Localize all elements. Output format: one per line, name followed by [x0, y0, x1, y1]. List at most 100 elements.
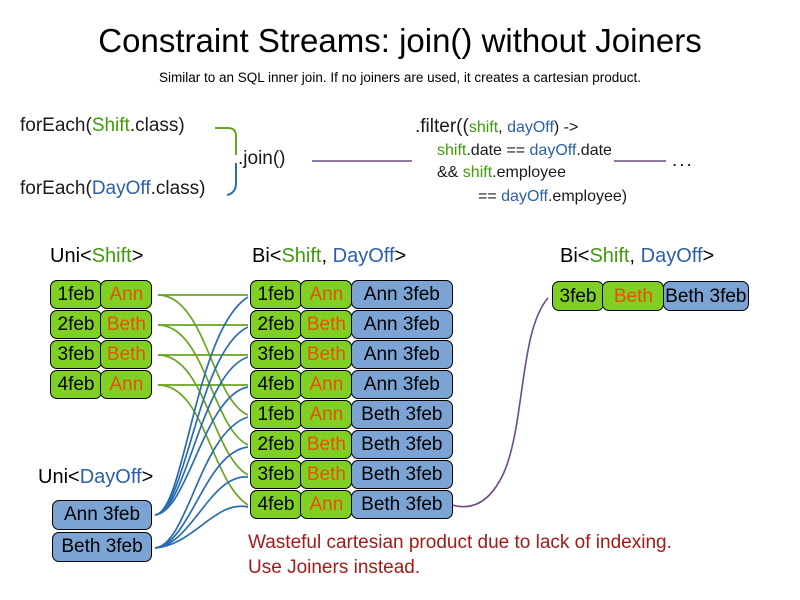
bi-dayoff: Beth 3feb — [361, 404, 443, 425]
uni-shift-date-cell: 2feb — [50, 310, 102, 339]
bi-employee-cell: Ann — [300, 400, 353, 429]
uni-shift-employee: Beth — [106, 344, 146, 365]
bi-dayoff-cell: Beth 3feb — [350, 490, 453, 519]
uni-dayoff-row[interactable]: Beth 3feb — [52, 532, 152, 562]
bi-cartesian-row[interactable]: 1feb Ann Ann 3feb — [250, 280, 453, 309]
uni-dayoff-type: DayOff — [79, 466, 142, 488]
bi-date-cell: 1feb — [250, 280, 302, 309]
filter4-dayoff: dayOff — [501, 188, 548, 205]
code-filter-line-2: shift.date == dayOff.date — [437, 142, 612, 160]
label-bi-result: Bi<Shift, DayOff> — [560, 245, 714, 268]
filter2-end: .date — [576, 142, 612, 159]
bi-dayoff-cell: Beth 3feb — [350, 460, 453, 489]
bi-employee-cell: Ann — [300, 370, 353, 399]
uni-shift-employee-cell: Ann — [100, 280, 153, 309]
ellipsis-label: ... — [672, 150, 694, 171]
code-filter-line-3: && shift.employee — [437, 164, 566, 182]
bi-result-row[interactable]: 3feb Beth Beth 3feb — [552, 281, 749, 311]
bi-mid-suffix: > — [394, 245, 407, 267]
result-date: 3feb — [559, 285, 597, 307]
bi-employee: Beth — [306, 314, 346, 335]
bi-employee-cell: Beth — [300, 430, 353, 459]
bi-employee: Ann — [309, 404, 344, 425]
filter4-prefix: == — [478, 188, 502, 205]
brace-shift-to-join — [215, 127, 237, 155]
bi-date: 4feb — [257, 374, 295, 395]
label-bi-cartesian: Bi<Shift, DayOff> — [252, 245, 406, 268]
result-dayoff-cell: Beth 3feb — [662, 281, 749, 311]
bi-date-cell: 2feb — [250, 310, 302, 339]
bi-mid-prefix: Bi< — [252, 245, 282, 267]
bi-employee: Ann — [309, 494, 344, 515]
bi-employee-cell: Beth — [300, 340, 353, 369]
bi-dayoff: Ann 3feb — [363, 344, 440, 365]
foreach-shift-suffix: .class) — [129, 115, 185, 136]
bi-dayoff-cell: Ann 3feb — [350, 310, 453, 339]
bi-dayoff: Beth 3feb — [361, 494, 443, 515]
bi-right-comma: , — [629, 245, 641, 267]
bi-employee: Ann — [309, 284, 344, 305]
foreach-dayoff-prefix: forEach( — [20, 178, 92, 199]
bi-dayoff: Beth 3feb — [361, 464, 443, 485]
bi-date: 1feb — [257, 404, 295, 425]
bi-date: 3feb — [257, 344, 295, 365]
uni-shift-employee-cell: Ann — [100, 370, 153, 399]
uni-shift-employee-cell: Beth — [100, 310, 153, 339]
uni-shift-date: 3feb — [57, 344, 95, 365]
uni-shift-row[interactable]: 3feb Beth — [50, 340, 153, 369]
result-dayoff: Beth 3feb — [665, 285, 747, 307]
code-filter-line-1: .filter((shift, dayOff) -> — [415, 116, 578, 138]
bi-dayoff-cell: Ann 3feb — [350, 340, 453, 369]
bi-dayoff-cell: Beth 3feb — [350, 430, 453, 459]
uni-shift-date-cell: 1feb — [50, 280, 102, 309]
bi-cartesian-row[interactable]: 2feb Beth Beth 3feb — [250, 430, 453, 459]
bi-dayoff: Ann 3feb — [363, 374, 440, 395]
uni-shift-date: 1feb — [57, 284, 95, 305]
bi-date-cell: 4feb — [250, 490, 302, 519]
warning-line-1: Wasteful cartesian product due to lack o… — [248, 532, 672, 553]
bi-right-type-shift: Shift — [589, 245, 630, 267]
bi-date-cell: 1feb — [250, 400, 302, 429]
bi-cartesian-row[interactable]: 2feb Beth Ann 3feb — [250, 310, 453, 339]
bi-dayoff-cell: Ann 3feb — [350, 280, 453, 309]
result-connector — [451, 297, 549, 508]
filter3-shift: shift — [462, 164, 493, 181]
label-uni-dayoff: Uni<DayOff> — [38, 466, 153, 489]
bi-dayoff: Beth 3feb — [361, 434, 443, 455]
bi-date-cell: 3feb — [250, 460, 302, 489]
uni-dayoff-row[interactable]: Ann 3feb — [52, 500, 152, 530]
bi-cartesian-row[interactable]: 4feb Ann Beth 3feb — [250, 490, 453, 519]
code-foreach-shift: forEach(Shift.class) — [20, 115, 185, 137]
bi-date: 4feb — [257, 494, 295, 515]
bi-mid-type-shift: Shift — [281, 245, 322, 267]
bi-cartesian-row[interactable]: 4feb Ann Ann 3feb — [250, 370, 453, 399]
uni-shift-type: Shift — [91, 245, 132, 267]
bi-dayoff: Ann 3feb — [363, 314, 440, 335]
bi-date: 2feb — [257, 314, 295, 335]
uni-shift-employee: Ann — [109, 374, 144, 395]
bi-employee: Beth — [306, 434, 346, 455]
filter2-mid: .date == — [466, 142, 530, 159]
code-foreach-dayoff: forEach(DayOff.class) — [20, 178, 206, 200]
bi-date-cell: 2feb — [250, 430, 302, 459]
code-join-call: .join() — [238, 148, 286, 169]
bi-mid-type-dayoff: DayOff — [332, 245, 395, 267]
bi-cartesian-row[interactable]: 1feb Ann Beth 3feb — [250, 400, 453, 429]
bi-mid-comma: , — [321, 245, 333, 267]
bi-employee: Ann — [309, 374, 344, 395]
uni-shift-date: 4feb — [57, 374, 95, 395]
bi-dayoff-cell: Ann 3feb — [350, 370, 453, 399]
uni-shift-suffix: > — [131, 245, 144, 267]
bi-employee-cell: Ann — [300, 280, 353, 309]
bi-date: 2feb — [257, 434, 295, 455]
bi-right-prefix: Bi< — [560, 245, 590, 267]
uni-shift-row[interactable]: 4feb Ann — [50, 370, 153, 399]
filter-var-dayoff: dayOff — [507, 119, 554, 136]
result-employee-cell: Beth — [602, 281, 665, 311]
uni-shift-prefix: Uni< — [50, 245, 92, 267]
